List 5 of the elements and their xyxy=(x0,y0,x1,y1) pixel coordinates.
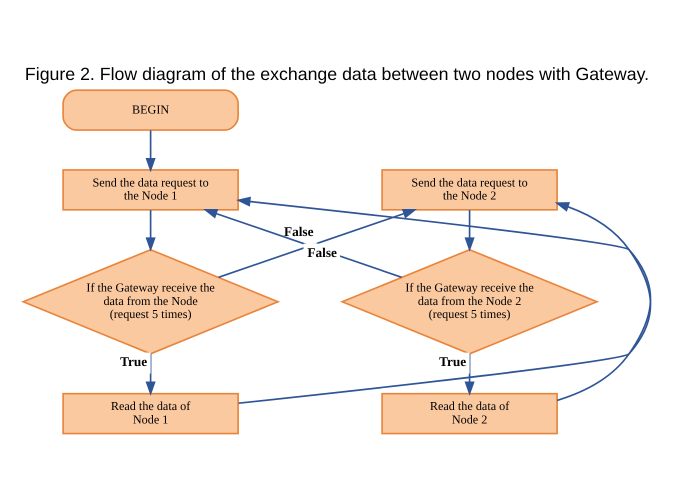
edge-label: False xyxy=(307,244,337,260)
edge-label: False xyxy=(284,224,314,239)
diagram-title: Figure 2. Flow diagram of the exchange data between two nodes with Gateway. xyxy=(24,64,650,84)
edge-label: True xyxy=(439,354,466,370)
edge-label: True xyxy=(120,354,148,370)
